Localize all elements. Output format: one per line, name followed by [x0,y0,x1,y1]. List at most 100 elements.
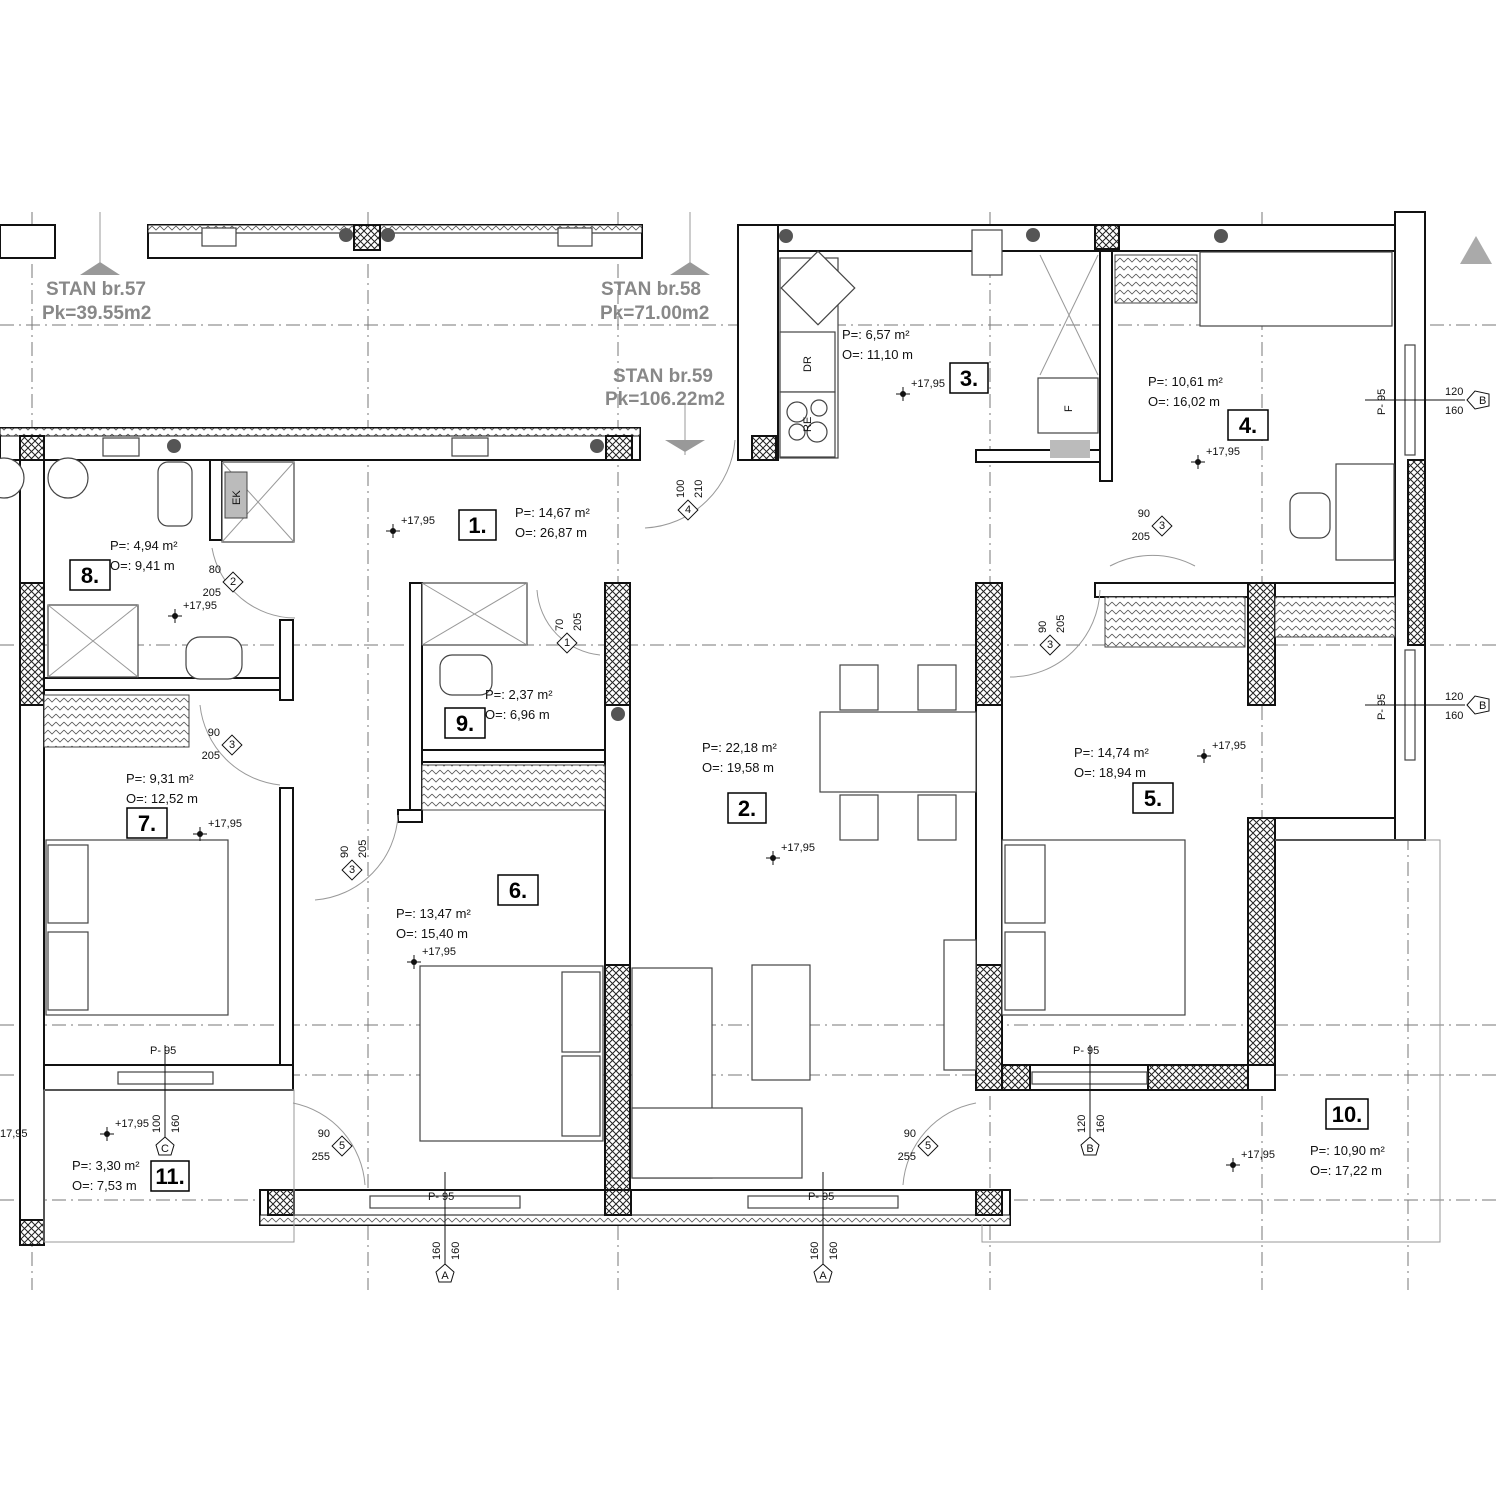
door-height: 210 [693,480,705,498]
door-type: 2 [230,576,236,588]
door-swings [199,439,1196,1186]
room-number-box [444,707,486,739]
room-9: 9. P=: 2,37 m² O=: 6,96 m [444,687,553,739]
door-width: 100 [675,480,687,498]
room-number-box [949,362,989,394]
elevation-marker-icon [1191,455,1205,469]
elevation-value: +17,95 [401,515,435,527]
elevation-marker-icon [386,524,400,538]
room-number: 7. [138,811,156,836]
apartment-57-area: Pk=39.55m2 [42,303,151,324]
room-perimeter: O=: 11,10 m [842,347,913,362]
room-6: 6.P=: 13,47 m²O=: 15,40 m+17,95 [396,874,539,969]
room-number: 9. [456,711,474,736]
room-area: P=: 2,37 m² [485,687,553,702]
room-number-box [69,559,111,591]
window-width: 160 [809,1242,821,1260]
room-area: P=: 14,67 m² [515,505,590,520]
window-sill: P- 95 [1073,1045,1099,1057]
window-width: 160 [431,1242,443,1260]
room-number: 5. [1144,786,1162,811]
elevation-marker-icon [766,851,780,865]
elevation-marker-icon [896,387,910,401]
room-number: 1. [468,513,486,538]
window-height: 160 [1095,1115,1107,1133]
walls [0,211,1441,1246]
apartment-58-area: Pk=71.00m2 [600,303,709,324]
door-width: 90 [1138,508,1150,520]
window-sill: P- 95 [428,1191,454,1203]
room-3: 3. P=: 6,57 m² O=: 11,10 m +17,95 [842,327,989,401]
room-number: 8. [81,563,99,588]
elevation-value: +17,95 [115,1118,149,1130]
room-area: P=: 9,31 m² [126,771,194,786]
boiler-label: EK [231,490,243,505]
elevation-value: +17,95 [911,378,945,390]
elevation-value: +17,95 [1241,1149,1275,1161]
room-4: 4.P=: 10,61 m²O=: 16,02 m+17,95 [1148,374,1269,469]
elevation-value: +17,95 [781,842,815,854]
door-type: 1 [564,637,570,649]
door-type: 3 [1047,639,1053,651]
elevation-marker-icon [1226,1158,1240,1172]
window-height: 160 [1445,710,1463,722]
door-width: 70 [554,619,566,631]
door-width: 90 [1037,621,1049,633]
door-type: 3 [349,864,355,876]
fridge-label: F [1063,405,1075,412]
room-perimeter: O=: 6,96 m [485,707,550,722]
dishwasher-label: DR [802,356,814,372]
door-type: 5 [925,1140,931,1152]
window-width: 100 [151,1115,163,1133]
window-height: 160 [828,1242,840,1260]
room-number-box [1227,409,1269,441]
room-perimeter: O=: 12,52 m [126,791,198,806]
room-perimeter: O=: 7,53 m [72,1178,137,1193]
room-area: P=: 6,57 m² [842,327,910,342]
room-perimeter: O=: 19,58 m [702,760,774,775]
door-height: 255 [312,1151,330,1163]
window-type: A [441,1270,449,1282]
room-area: P=: 3,30 m² [72,1158,140,1173]
room-perimeter: O=: 17,22 m [1310,1163,1382,1178]
window-sill: P- 95 [150,1045,176,1057]
elevation-value: +17,95 [422,946,456,958]
window-width: 120 [1445,386,1463,398]
elevation-marker-icon [407,955,421,969]
elevation-value: +17,95 [208,818,242,830]
room-8: 8.P=: 4,94 m²O=: 9,41 m+17,95 [69,538,217,623]
furniture: DR RE F EK [0,250,1396,1179]
door-type: 3 [229,739,235,751]
room-number: 3. [960,366,978,391]
room-number: 6. [509,878,527,903]
door-width: 90 [339,846,351,858]
door-height: 205 [203,587,221,599]
window-height: 160 [170,1115,182,1133]
window-sill: P- 95 [1376,694,1388,720]
apartment-57-name: STAN br.57 [46,279,146,300]
room-number-box [458,509,497,541]
door-height: 205 [202,750,220,762]
room-area: P=: 14,74 m² [1074,745,1149,760]
elevation-value: +17,95 [1206,446,1240,458]
room-labels: 1.P=: 14,67 m²O=: 26,87 m+17,952.P=: 22,… [69,327,1385,1193]
window-width: 120 [1445,691,1463,703]
room-number-box [150,1160,190,1192]
room-10: 10.P=: 10,90 m²O=: 17,22 m+17,95 [1226,1098,1385,1178]
apartment-59-name: STAN br.59 [613,366,713,387]
window-height: 160 [1445,405,1463,417]
door-height: 205 [572,613,584,631]
room-area: P=: 4,94 m² [110,538,178,553]
window-sill: P- 95 [1376,389,1388,415]
elevation-marker-icon [1197,749,1211,763]
room-number: 2. [738,796,756,821]
